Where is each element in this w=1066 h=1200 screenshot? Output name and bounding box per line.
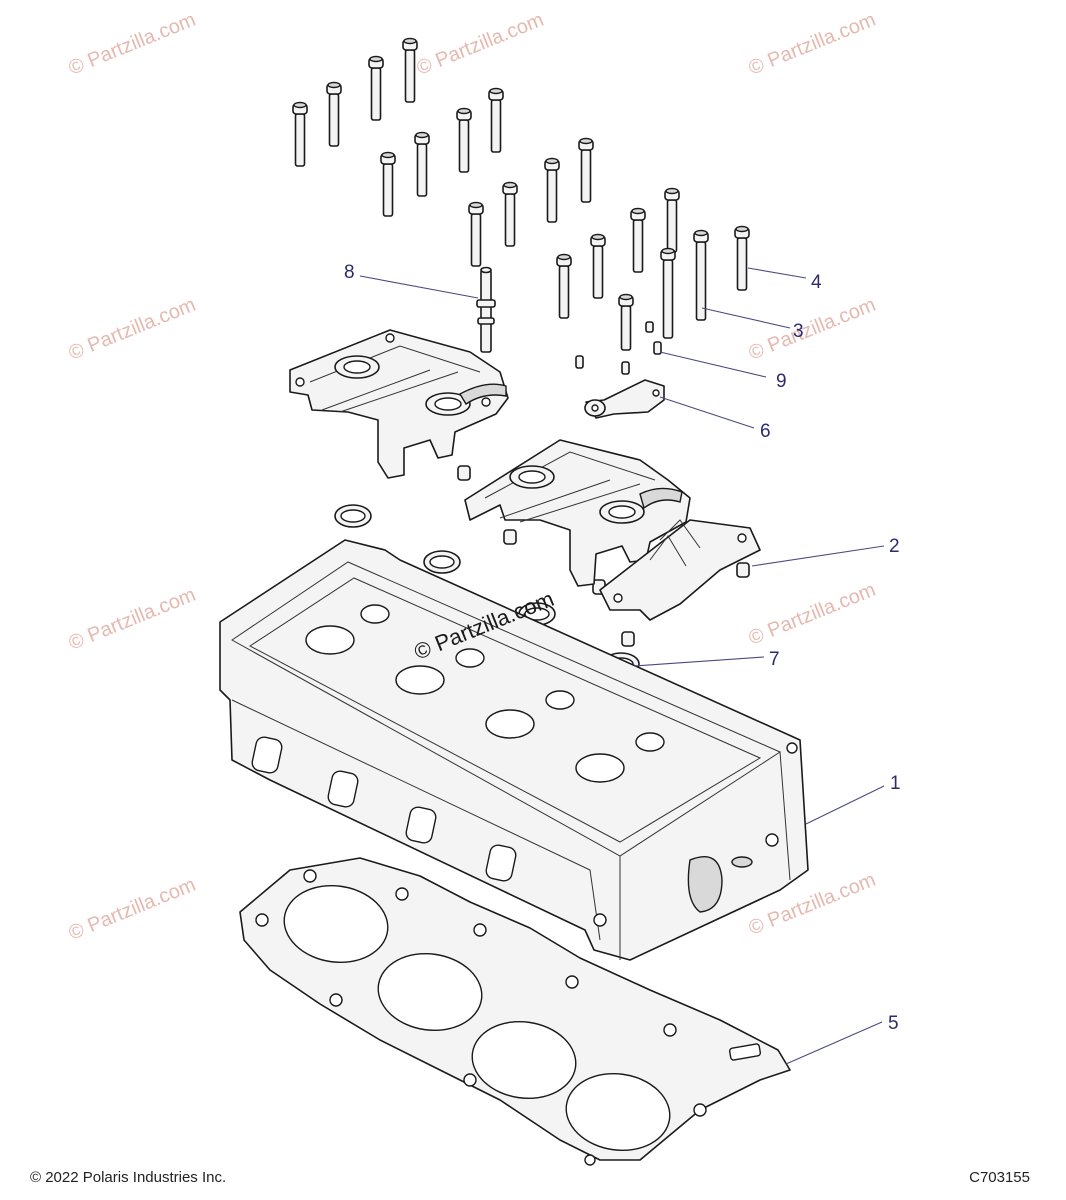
head-bolt[interactable] (456, 107, 472, 173)
watermark: © Partzilla.com (414, 9, 547, 80)
head-bolt[interactable] (488, 87, 504, 153)
diagram-code: C703155 (969, 1169, 1030, 1186)
callout-4[interactable]: 4 (811, 272, 822, 293)
head-bolt[interactable] (468, 201, 484, 267)
callout-3[interactable]: 3 (793, 321, 804, 342)
head-bolt[interactable] (402, 37, 418, 103)
head-bolt[interactable] (578, 137, 594, 203)
callout-6[interactable]: 6 (760, 421, 771, 442)
callout-1[interactable]: 1 (890, 773, 901, 794)
head-bolt[interactable] (618, 293, 634, 351)
head-bolt[interactable] (664, 187, 680, 253)
head-bolt[interactable] (414, 131, 430, 197)
copyright-notice: © 2022 Polaris Industries Inc. (30, 1169, 227, 1186)
bolt-group (292, 37, 750, 351)
head-bolt[interactable] (292, 101, 308, 167)
head-bolt[interactable] (556, 253, 572, 319)
head-bolt[interactable] (544, 157, 560, 223)
head-gasket-part-5[interactable] (239, 857, 791, 1166)
head-bolt[interactable] (693, 229, 709, 321)
head-bolt[interactable] (502, 181, 518, 247)
camshaft-carrier-left[interactable] (289, 329, 509, 479)
callout-labels: 8 4 3 9 6 2 7 1 5 (344, 262, 901, 1034)
watermark: © Partzilla.com (66, 584, 199, 655)
watermark: © Partzilla.com (66, 874, 199, 945)
callout-7[interactable]: 7 (769, 649, 780, 670)
watermark: © Partzilla.com (746, 294, 879, 365)
callout-9[interactable]: 9 (776, 371, 787, 392)
head-bolt[interactable] (326, 81, 342, 147)
head-bolt[interactable] (368, 55, 384, 121)
head-bolt[interactable] (380, 151, 396, 217)
stud-part-8[interactable] (476, 266, 496, 353)
callout-5[interactable]: 5 (888, 1013, 899, 1034)
watermark: © Partzilla.com (66, 9, 199, 80)
watermark: © Partzilla.com (746, 579, 879, 650)
small-bolts-part-9[interactable] (575, 321, 662, 375)
cylinder-head-part-1[interactable] (219, 539, 809, 961)
dowel-pins (457, 465, 750, 647)
watermark: © Partzilla.com (66, 294, 199, 365)
camshaft-carrier-middle[interactable] (464, 439, 691, 587)
callout-2[interactable]: 2 (889, 536, 900, 557)
callout-8[interactable]: 8 (344, 262, 355, 283)
oil-tube-part-6[interactable] (584, 379, 665, 419)
leader-lines (359, 267, 885, 1065)
head-bolt[interactable] (660, 247, 676, 339)
end-bracket[interactable] (599, 519, 761, 621)
head-bolt[interactable] (630, 207, 646, 273)
head-bolt[interactable] (590, 233, 606, 299)
head-bolt[interactable] (734, 225, 750, 291)
watermark: © Partzilla.com (746, 9, 879, 80)
